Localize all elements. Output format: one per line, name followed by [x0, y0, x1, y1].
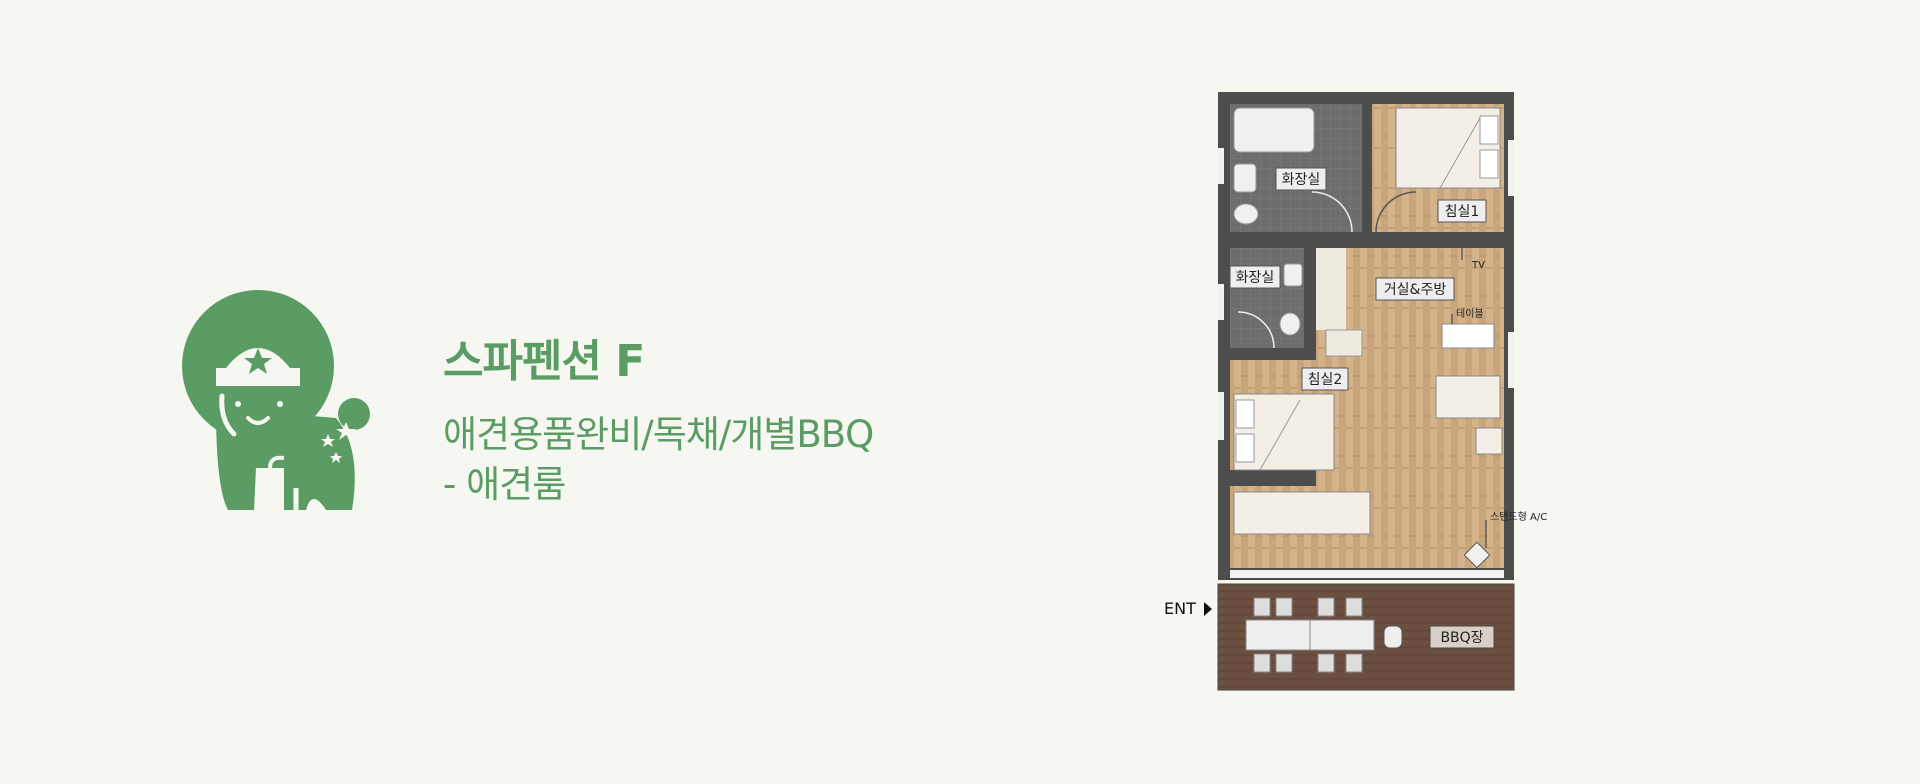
feature-description: 애견용품완비/독채/개별BBQ - 애견룸	[443, 410, 874, 510]
armchair	[1435, 375, 1501, 419]
bathroom-1-label: 화장실	[1282, 172, 1321, 188]
sink	[1233, 163, 1257, 193]
bedroom-1-label: 침실1	[1445, 204, 1480, 220]
subtitle-line-2: - 애견룸	[443, 463, 566, 506]
entrance-arrow-icon	[1204, 602, 1212, 616]
sofa	[1233, 491, 1371, 535]
toilet	[1233, 203, 1259, 225]
table-label: 테이블	[1456, 308, 1484, 320]
kitchen-counter	[1316, 248, 1346, 330]
tv-label: TV	[1471, 260, 1485, 271]
subtitle-line-1: 애견용품완비/독채/개별BBQ	[443, 413, 874, 456]
bathroom-2-label: 화장실	[1236, 270, 1275, 286]
entrance-label: ENT	[1164, 599, 1196, 618]
kitchen-sink	[1325, 329, 1363, 357]
living-kitchen-label: 거실&주방	[1384, 282, 1447, 298]
ac-unit	[1463, 541, 1491, 569]
bbq-label: BBQ장	[1440, 630, 1483, 646]
bathtub	[1233, 107, 1315, 153]
bedroom-2-label: 침실2	[1308, 372, 1343, 388]
dog-mascot-logo	[182, 290, 370, 510]
floor-plan: 화장실 침실1 화장실 거실&주방 침실2 BBQ장 TV 테이블 스탠드형 A…	[1164, 92, 1547, 691]
page-title: 스파펜션 F	[443, 336, 645, 387]
ac-label: 스탠드형 A/C	[1490, 511, 1547, 523]
dining-table	[1441, 323, 1495, 349]
